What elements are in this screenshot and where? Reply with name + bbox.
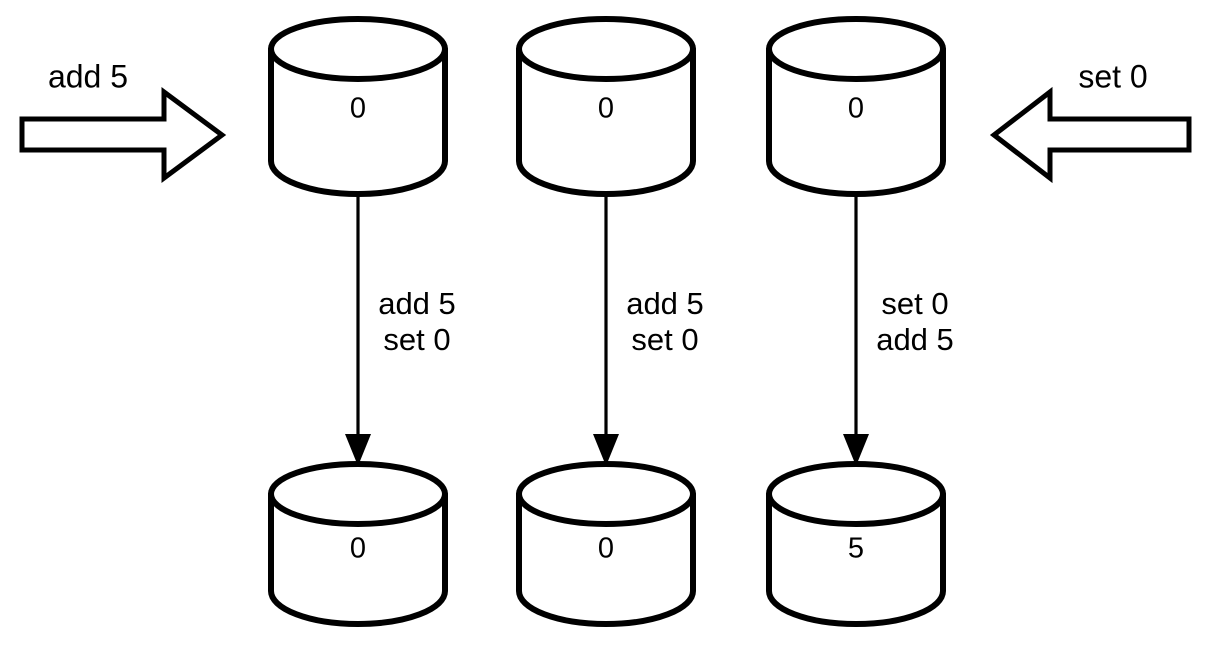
replica-2-bottom-cylinder [516, 461, 696, 627]
replica-1-bottom-cylinder-top [268, 461, 448, 527]
replica-2-top-cylinder [516, 16, 696, 197]
left-operation-label: add 5 [48, 58, 128, 94]
replica-3-top-cylinder-top [766, 16, 946, 82]
replica-3-final-value: 5 [848, 533, 864, 565]
replica-1-top-cylinder-body [268, 46, 448, 197]
block-arrow-left [989, 86, 1192, 184]
replica-3-top-cylinder-body [766, 46, 946, 197]
replica-3-op-1: set 0 [881, 286, 948, 321]
replica-1-top-cylinder-top [268, 16, 448, 82]
replica-1-bottom-cylinder-body [268, 491, 448, 627]
replica-1-top-cylinder [268, 16, 448, 197]
replica-1-op-1: add 5 [378, 286, 456, 321]
block-arrow-left-shape [989, 86, 1192, 184]
replica-3-initial-value: 0 [848, 93, 864, 125]
replica-1-bottom-cylinder [268, 461, 448, 627]
replica-1-final-value: 0 [350, 533, 366, 565]
replica-3-top-cylinder [766, 16, 946, 197]
replica-3-bottom-cylinder-body [766, 491, 946, 627]
replica-2-bottom-cylinder-body [516, 491, 696, 627]
replica-1-op-2: set 0 [383, 322, 450, 357]
replica-3-op-2: add 5 [876, 322, 954, 357]
replica-2-op-2: set 0 [631, 322, 698, 357]
block-arrow-right-shape [19, 87, 227, 183]
block-arrow-right [19, 87, 227, 183]
replica-3-timeline-arrowhead [843, 434, 869, 466]
replica-3-bottom-cylinder-top [766, 461, 946, 527]
replica-2-bottom-cylinder-top [516, 461, 696, 527]
replica-2-initial-value: 0 [598, 93, 614, 125]
replica-1-timeline-arrowhead [345, 434, 371, 466]
replica-1-initial-value: 0 [350, 93, 366, 125]
replica-2-final-value: 0 [598, 533, 614, 565]
replica-2-top-cylinder-body [516, 46, 696, 197]
right-operation-label: set 0 [1078, 58, 1147, 94]
replica-2-top-cylinder-top [516, 16, 696, 82]
replica-2-timeline-arrowhead [593, 434, 619, 466]
replica-2-op-1: add 5 [626, 286, 704, 321]
replica-3-bottom-cylinder [766, 461, 946, 627]
